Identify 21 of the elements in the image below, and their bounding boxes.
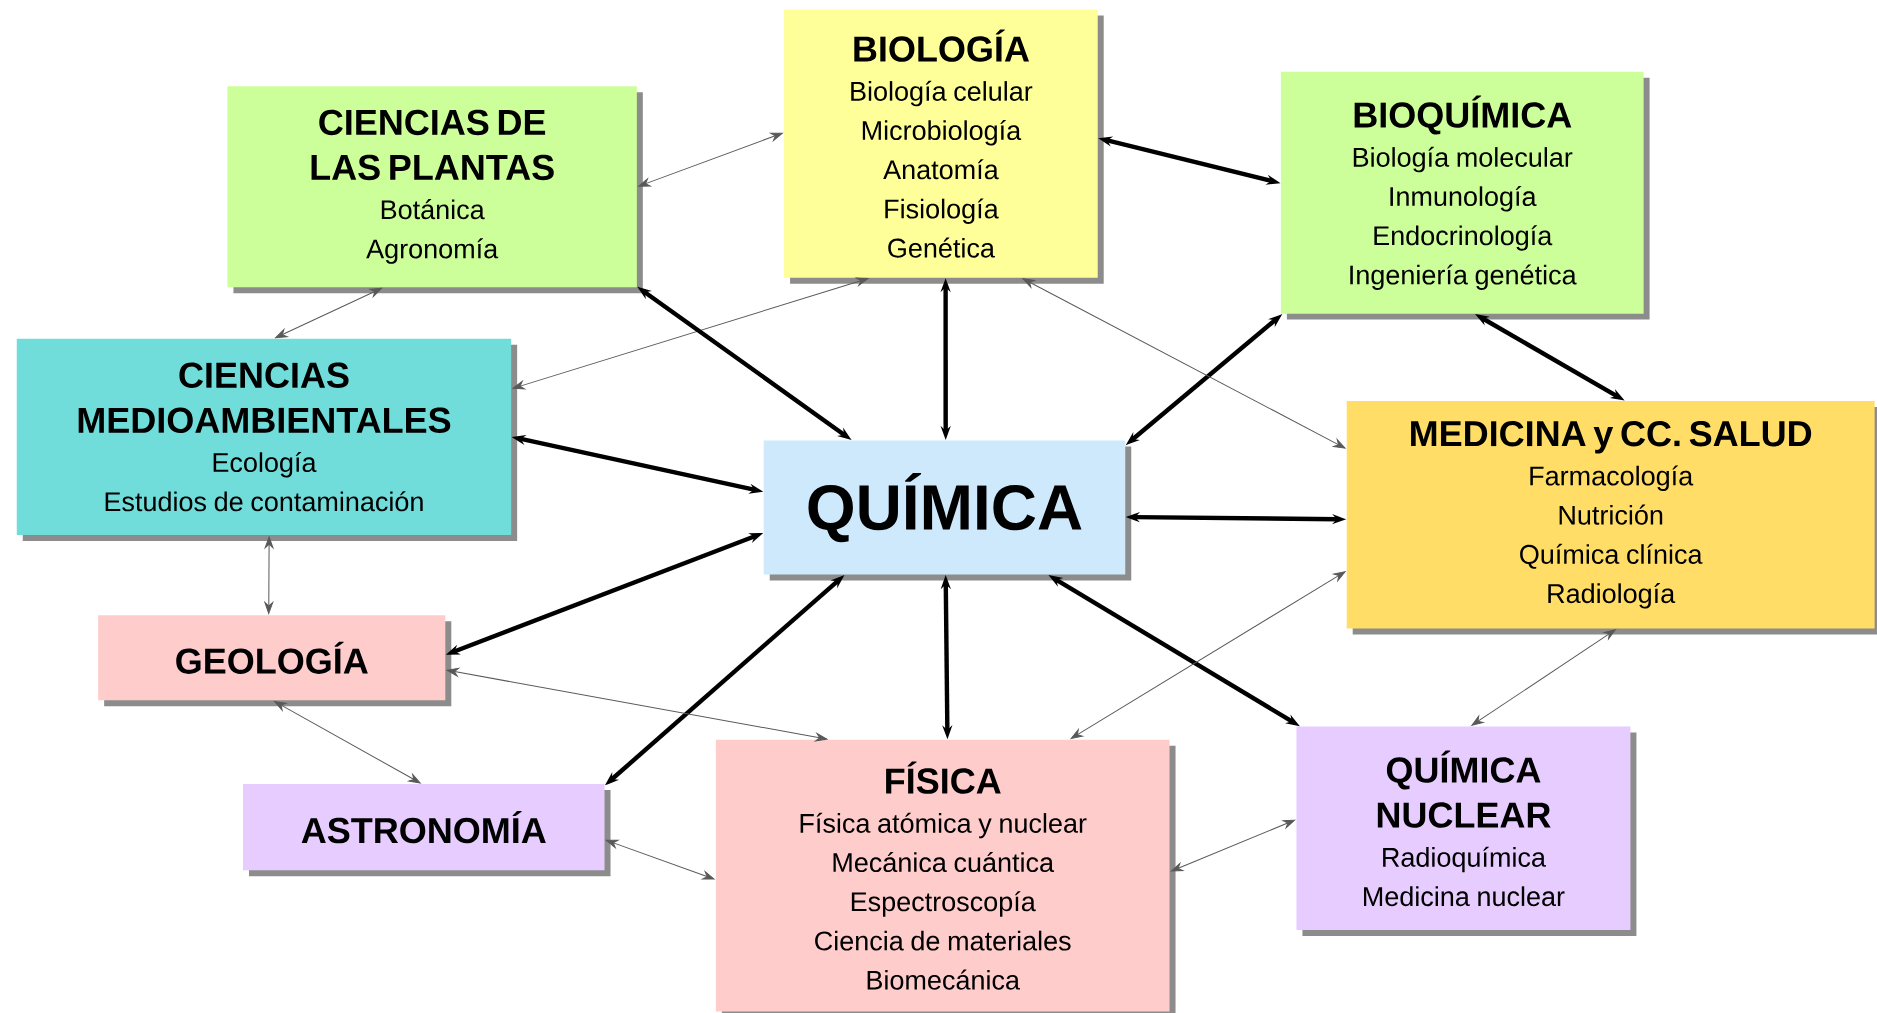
arrow [446,667,828,742]
topic-box: QUÍMICA NUCLEAR Radioquímica Medicina nuclear [1296,726,1637,937]
topic-box: BIOLOGÍA Biología celular Microbiología Anatomía Fisiología Genética [784,9,1104,284]
topic-box: CIENCIAS DE LAS PLANTAS Botánica Agronomía [227,86,643,294]
topic-box: BIOQUÍMICA Biología molecular Inmunología Endocrinología Ingeniería genética [1280,71,1650,320]
arrow [274,700,421,784]
arrow [1070,571,1346,740]
arrow [1170,819,1296,872]
topic-box: MEDICINA y CC. SALUD Farmacología Nutrición Química clínica Radiología [1346,400,1877,635]
topic-box: GEOLOGÍA [98,615,452,707]
topic-box: ASTRONOMÍA [243,784,611,877]
arrow [264,536,274,614]
topic-box: FÍSICA Física atómica y nuclear Mecánica cuántica Espectroscopía Ciencia de materiales Biomecánica [715,739,1176,1013]
arrow [605,839,715,880]
arrow [512,277,869,390]
topic-box: CIENCIAS MEDIOAMBIENTALES Ecología Estudios de contaminación [16,338,518,542]
arrow [1471,629,1616,726]
arrow [638,132,783,187]
arrow [275,287,383,339]
topic-box: QUÍMICA [763,440,1132,581]
arrow [1022,278,1346,449]
